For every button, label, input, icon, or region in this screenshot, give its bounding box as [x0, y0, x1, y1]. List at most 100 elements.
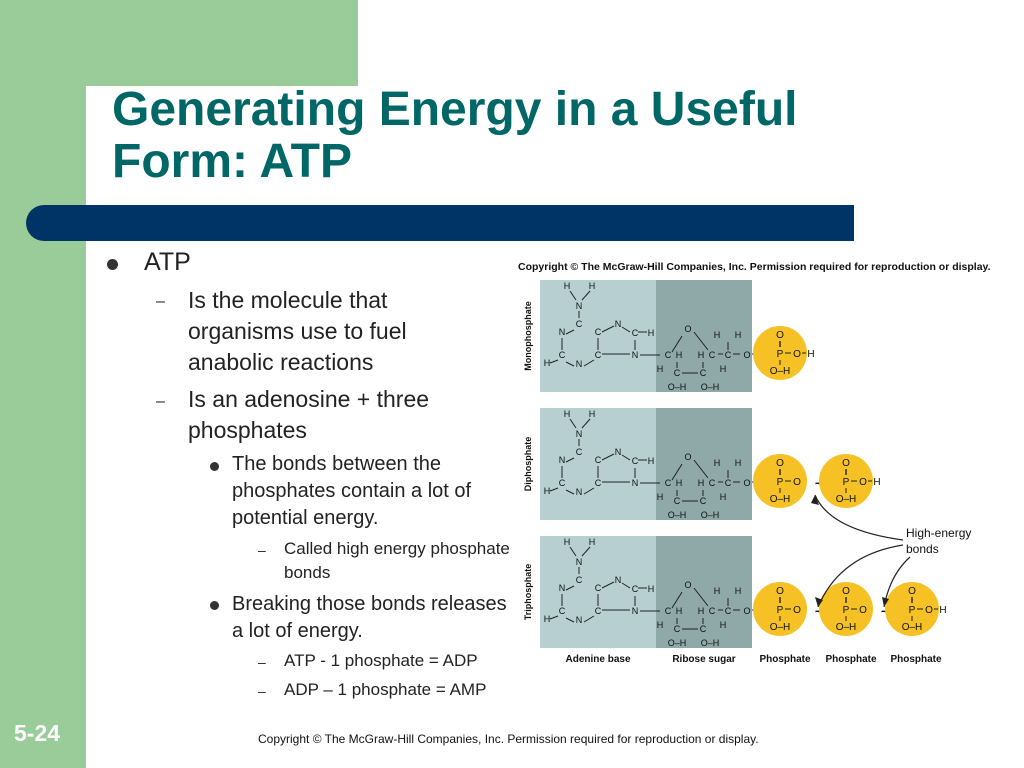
callout-arrowhead	[815, 597, 823, 607]
bond-line	[693, 459, 709, 479]
bond-line	[621, 582, 631, 589]
atom-label: C	[632, 456, 639, 466]
bullet-dot	[210, 601, 219, 610]
atom-label: C	[725, 350, 732, 360]
atom-label: H	[544, 614, 551, 624]
ribose-sugar-panel	[656, 408, 752, 520]
atom-label: H	[720, 620, 727, 630]
atom-label: N	[559, 583, 566, 593]
bullet-dash: –	[258, 683, 266, 699]
bond-line	[693, 331, 709, 351]
atom-label: C	[674, 496, 681, 506]
callout-arrowhead	[882, 597, 889, 607]
bond-line	[671, 591, 683, 609]
atom-label: N	[559, 327, 566, 337]
atom-label: C	[709, 606, 716, 616]
atom-label: O	[925, 605, 933, 616]
atom-label: H	[589, 409, 596, 419]
atom-label: C	[595, 478, 602, 488]
atom-label: H	[735, 330, 742, 340]
adenine-base-panel	[540, 408, 656, 520]
bond-line	[581, 290, 591, 301]
atom-label: C	[709, 478, 716, 488]
adenine-base-panel	[540, 536, 656, 648]
atom-label: O–H	[770, 366, 791, 377]
atom-label: H	[676, 478, 683, 488]
callout-arrowhead	[811, 495, 819, 505]
atom-label: O	[776, 330, 784, 341]
bond-line	[565, 617, 575, 623]
atom-label: O–H	[836, 494, 857, 505]
atom-label: C	[665, 478, 672, 488]
atom-label: H	[648, 328, 655, 338]
atom-label: N	[576, 359, 583, 369]
atom-label: C	[595, 327, 602, 337]
atom-label: N	[576, 487, 583, 497]
atom-label: O	[793, 349, 801, 360]
atom-label: H	[698, 606, 705, 616]
atom-label: P	[843, 477, 850, 488]
atom-label: N	[615, 575, 622, 585]
atom-label: H	[714, 458, 721, 468]
atom-label: P	[843, 605, 850, 616]
atom-label: C	[595, 583, 602, 593]
bottom-label-2: Phosphate	[759, 654, 811, 665]
atom-label: H	[807, 349, 814, 360]
bullet-dot	[210, 462, 219, 471]
bullet-dot	[107, 259, 118, 270]
bond-label: ‖	[844, 468, 847, 477]
atom-label: C	[665, 606, 672, 616]
atom-label: H	[648, 456, 655, 466]
atom-label: C	[595, 606, 602, 616]
atom-label: N	[576, 557, 583, 567]
atom-label: H	[676, 606, 683, 616]
atom-label: C	[665, 350, 672, 360]
bond-line	[565, 457, 575, 463]
atom-label: C	[700, 624, 707, 634]
ribose-sugar-panel	[656, 280, 752, 392]
atom-label: C	[632, 328, 639, 338]
bullet-dash: –	[258, 654, 266, 670]
bullet-atp: ATP	[144, 248, 191, 276]
bond-line	[549, 487, 559, 492]
atom-label: O–H	[668, 382, 687, 392]
bond-label: ‖	[778, 468, 781, 477]
atom-label: H	[873, 477, 880, 488]
bond-label: ‖	[778, 596, 781, 605]
atom-label: O–H	[836, 622, 857, 633]
bullet-dash: –	[156, 393, 165, 410]
atom-label: N	[576, 301, 583, 311]
atom-label: N	[632, 606, 639, 616]
bottom-label-3: Phosphate	[825, 654, 877, 665]
atom-label: H	[698, 478, 705, 488]
bond-line	[565, 489, 575, 495]
atom-label: H	[564, 537, 571, 547]
row-label-diphosphate: Diphosphate	[523, 437, 533, 492]
bond-line	[583, 487, 595, 495]
bullet-dash: –	[258, 542, 266, 558]
bond-line	[581, 418, 591, 429]
bullet-high-energy-bonds: Called high energy phosphate bonds	[284, 539, 510, 582]
atom-label: C	[725, 606, 732, 616]
atom-label: H	[735, 458, 742, 468]
high-energy-bond-tilde: ~	[815, 475, 823, 491]
bottom-label-0: Adenine base	[565, 654, 630, 665]
bond-line	[569, 290, 577, 301]
atom-label: C	[674, 368, 681, 378]
atom-label: O	[859, 477, 867, 488]
bullet-adenosine: Is an adenosine + three phosphates	[188, 386, 430, 443]
atom-label: P	[777, 349, 784, 360]
bond-line	[671, 463, 683, 481]
bond-line	[569, 418, 577, 429]
bond-line	[601, 453, 615, 461]
phosphate-circle	[819, 582, 873, 636]
atom-label: H	[657, 364, 664, 374]
atom-label: C	[595, 350, 602, 360]
bond-line	[621, 454, 631, 461]
phosphate-circle	[885, 582, 939, 636]
callout-bonds: bonds	[906, 542, 939, 556]
adenine-base-panel	[540, 280, 656, 392]
bullet-adp-to-amp: ADP – 1 phosphate = AMP	[284, 680, 487, 699]
atom-label: O	[842, 586, 850, 597]
